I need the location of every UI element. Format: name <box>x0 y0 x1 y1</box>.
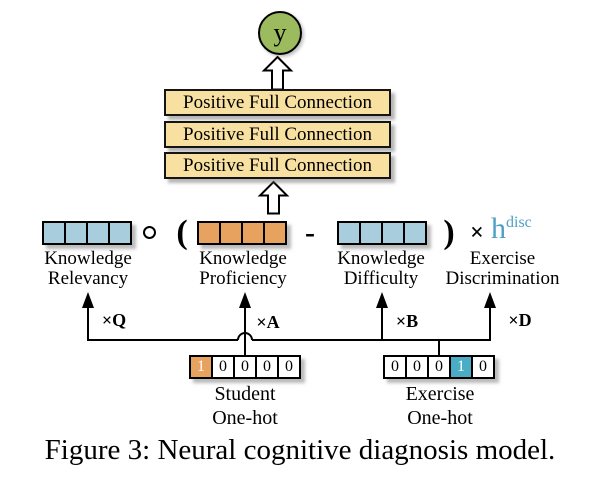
layer-3-label: Positive Full Connection <box>183 154 372 176</box>
multiplier-d-label: ×D <box>508 310 532 330</box>
minus-operator: - <box>305 216 315 249</box>
label-line: Relevancy <box>47 268 129 289</box>
onehot-cell: 0 <box>277 355 301 379</box>
onehot-cell: 1 <box>449 355 473 379</box>
onehot-cell: 1 <box>189 355 213 379</box>
knowledge-difficulty-label: Knowledge Difficulty <box>311 249 451 289</box>
label-line: Knowledge <box>199 248 287 269</box>
label-line: Student <box>214 383 276 405</box>
hadamard-operator-icon <box>143 226 156 239</box>
figure-caption: Figure 3: Neural cognitive diagnosis mod… <box>44 434 556 466</box>
close-paren: ) <box>443 214 455 251</box>
vector-cell <box>381 221 405 245</box>
onehot-cell: 0 <box>383 355 407 379</box>
vector-cell <box>241 221 265 245</box>
onehot-cell: 0 <box>211 355 235 379</box>
vector-cell <box>337 221 361 245</box>
knowledge-difficulty-vector <box>337 221 427 245</box>
output-node-label: y <box>273 18 287 47</box>
arrowhead-d-icon <box>484 292 496 308</box>
student-onehot-label: Student One-hot <box>175 382 315 430</box>
label-line: One-hot <box>407 407 473 429</box>
label-line: Difficulty <box>343 268 419 289</box>
multiplier-q-label: ×Q <box>101 310 127 330</box>
knowledge-proficiency-label: Knowledge Proficiency <box>173 249 313 289</box>
vector-cell <box>219 221 243 245</box>
label-line: Proficiency <box>199 268 287 289</box>
multiplier-a-label: ×A <box>256 312 280 332</box>
multiplier-b-label: ×B <box>395 311 419 331</box>
vector-cell <box>403 221 427 245</box>
arrowhead-b-icon <box>376 292 388 308</box>
onehot-cell: 0 <box>471 355 495 379</box>
exercise-onehot-vector: 0 0 0 1 0 <box>383 355 495 379</box>
vector-cell <box>86 221 110 245</box>
layer-2-label: Positive Full Connection <box>183 123 372 145</box>
positive-full-connection-layer-3: Positive Full Connection <box>164 152 391 179</box>
vector-cell <box>197 221 221 245</box>
vector-cell <box>42 221 66 245</box>
knowledge-proficiency-vector <box>197 221 287 245</box>
label-line: Discrimination <box>445 268 560 289</box>
label-line: Knowledge <box>44 248 132 269</box>
positive-full-connection-layer-1: Positive Full Connection <box>164 89 391 116</box>
layer-1-label: Positive Full Connection <box>183 91 372 113</box>
onehot-cell: 0 <box>233 355 257 379</box>
label-line: One-hot <box>212 407 278 429</box>
times-operator: × <box>470 220 484 246</box>
label-line: Exercise <box>405 383 475 405</box>
student-onehot-vector: 1 0 0 0 0 <box>189 355 301 379</box>
vector-cell <box>263 221 287 245</box>
positive-full-connection-layer-2: Positive Full Connection <box>164 121 391 148</box>
output-node: y <box>258 11 302 55</box>
arrowhead-a-icon <box>239 292 251 308</box>
onehot-cell: 0 <box>405 355 429 379</box>
h-symbol: h <box>491 212 506 245</box>
knowledge-relevancy-label: Knowledge Relevancy <box>18 249 158 289</box>
open-paren: ( <box>176 214 188 251</box>
label-line: Exercise <box>469 248 536 269</box>
block-arrow-up-middle-icon <box>257 180 290 215</box>
vector-cell <box>108 221 132 245</box>
block-arrow-up-top-icon <box>261 55 294 91</box>
knowledge-relevancy-vector <box>42 221 132 245</box>
arrowhead-q-icon <box>82 292 94 308</box>
label-line: Knowledge <box>337 248 425 269</box>
vector-cell <box>359 221 383 245</box>
onehot-cell: 0 <box>427 355 451 379</box>
onehot-cell: 0 <box>255 355 279 379</box>
bus-lines <box>87 305 491 356</box>
arrowheads <box>82 292 496 308</box>
vector-cell <box>64 221 88 245</box>
exercise-discrimination-symbol: hdisc <box>491 212 532 246</box>
exercise-discrimination-label: Exercise Discrimination <box>420 249 585 289</box>
exercise-onehot-label: Exercise One-hot <box>370 382 510 430</box>
disc-superscript: disc <box>506 214 532 231</box>
